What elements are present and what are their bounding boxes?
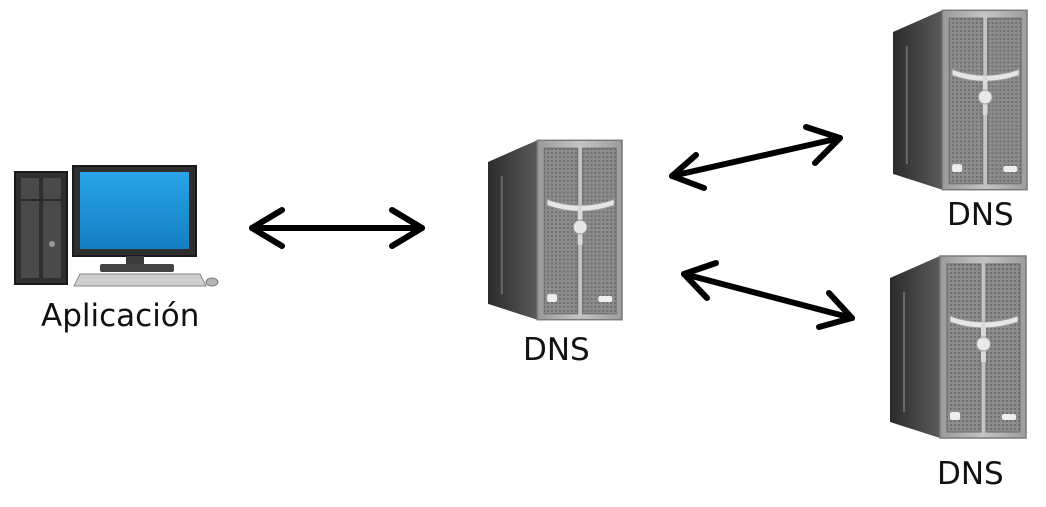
arrow-resolver-dns-bottom xyxy=(681,260,855,330)
dns-top-label: DNS xyxy=(947,197,1014,233)
arrow-client-resolver xyxy=(249,207,425,249)
server-tower-icon-top xyxy=(893,9,1029,191)
arrow-resolver-dns-top xyxy=(669,124,843,191)
server-tower-icon-bottom xyxy=(890,255,1027,439)
server-tower-icon-resolver xyxy=(488,139,624,321)
client-label: Aplicación xyxy=(41,298,200,334)
dns-bottom-label: DNS xyxy=(937,456,1004,492)
resolver-label: DNS xyxy=(523,332,590,368)
desktop-computer-icon xyxy=(14,165,219,287)
